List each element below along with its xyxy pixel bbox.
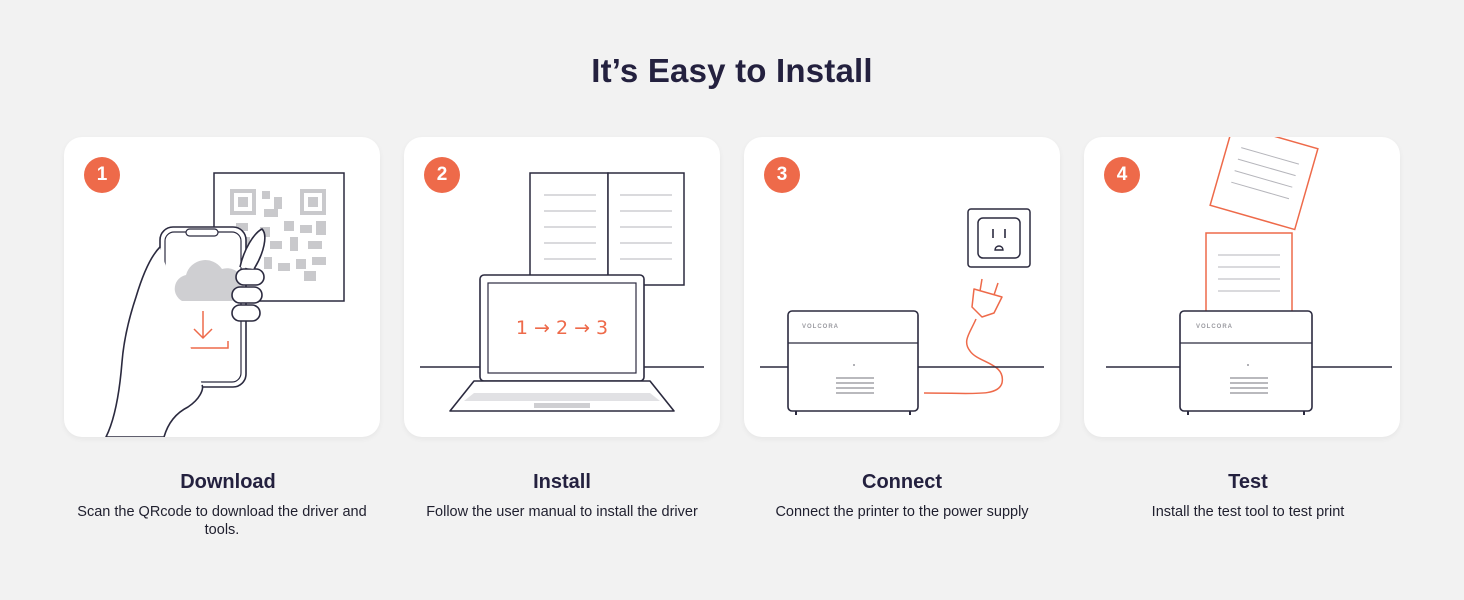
step-card-connect: 3 VOLCORA [744,137,1060,437]
step-card-test: 4 VOLCORA [1084,137,1400,437]
step-description-install: Follow the user manual to install the dr… [426,504,698,520]
step-title-install: Install [533,471,591,493]
step-title-connect: Connect [862,471,942,493]
laptop-screen-steps: 1 → 2 → 3 [515,317,609,339]
printer-plug-icon [760,208,1044,415]
step-description-download: Scan the QRcode to download the driver a… [77,504,367,538]
step-title-download: Download [180,471,276,493]
step-number-badge: 1 [84,157,120,193]
step-card-install: 2 1 → 2 → 3 [404,137,720,437]
laptop-manual-icon [420,172,704,412]
step-card-download: 1 [64,137,380,437]
step-description-test: Install the test tool to test print [1151,504,1345,520]
phone-scan-qr-icon [105,172,345,437]
page-title: It’s Easy to Install [591,52,873,89]
step-title-test: Test [1228,471,1268,493]
step-description-connect: Connect the printer to the power supply [775,504,1029,520]
step-number-badge: 2 [424,157,460,193]
step-number-badge: 3 [764,157,800,193]
printer-brand-label: VOLCORA [1196,324,1233,330]
printer-brand-label: VOLCORA [802,324,839,330]
step-number-badge: 4 [1104,157,1140,193]
printer-paper-icon [1106,137,1392,415]
